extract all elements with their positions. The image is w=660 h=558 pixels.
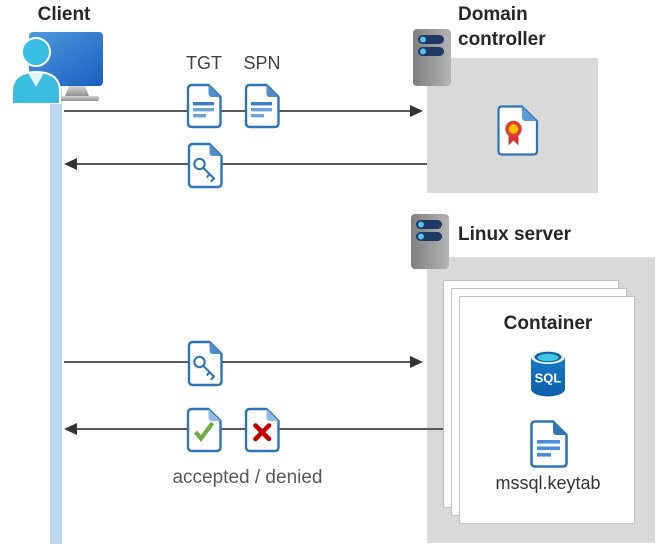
arrowhead-right-icon bbox=[410, 105, 423, 117]
arrow-line bbox=[76, 163, 427, 165]
arrow-line bbox=[64, 110, 412, 112]
container-title: Container bbox=[503, 313, 593, 334]
linux-server-icon bbox=[411, 214, 449, 269]
sql-badge-text: SQL bbox=[535, 371, 562, 386]
arrowhead-left-icon bbox=[64, 423, 77, 435]
arrow-line bbox=[64, 361, 412, 363]
arrowhead-right-icon bbox=[410, 356, 423, 368]
client-computer-icon bbox=[11, 32, 103, 104]
spn-label: SPN bbox=[243, 53, 281, 73]
domain-controller-server-icon bbox=[413, 29, 451, 86]
domain-controller-title: Domain controller bbox=[458, 4, 546, 51]
tgt-ticket-document-icon bbox=[186, 83, 222, 129]
keytab-filename-label: mssql.keytab bbox=[495, 473, 601, 493]
denied-document-icon bbox=[244, 407, 280, 453]
sql-database-icon: SQL bbox=[531, 350, 565, 397]
container-card-front: Container SQL mssql.keytab bbox=[459, 296, 635, 524]
keytab-file-icon bbox=[530, 420, 568, 468]
service-ticket-key-document-icon bbox=[187, 340, 223, 387]
accepted-denied-label: accepted / denied bbox=[172, 467, 323, 488]
linux-server-title: Linux server bbox=[458, 224, 571, 245]
client-title: Client bbox=[37, 4, 91, 25]
client-lifeline bbox=[50, 88, 62, 544]
tgt-label: TGT bbox=[186, 53, 222, 73]
certificate-icon bbox=[497, 105, 539, 156]
arrowhead-left-icon bbox=[64, 158, 77, 170]
accepted-document-icon bbox=[186, 407, 222, 453]
service-ticket-key-document-icon bbox=[187, 142, 223, 189]
spn-document-icon bbox=[244, 83, 280, 129]
